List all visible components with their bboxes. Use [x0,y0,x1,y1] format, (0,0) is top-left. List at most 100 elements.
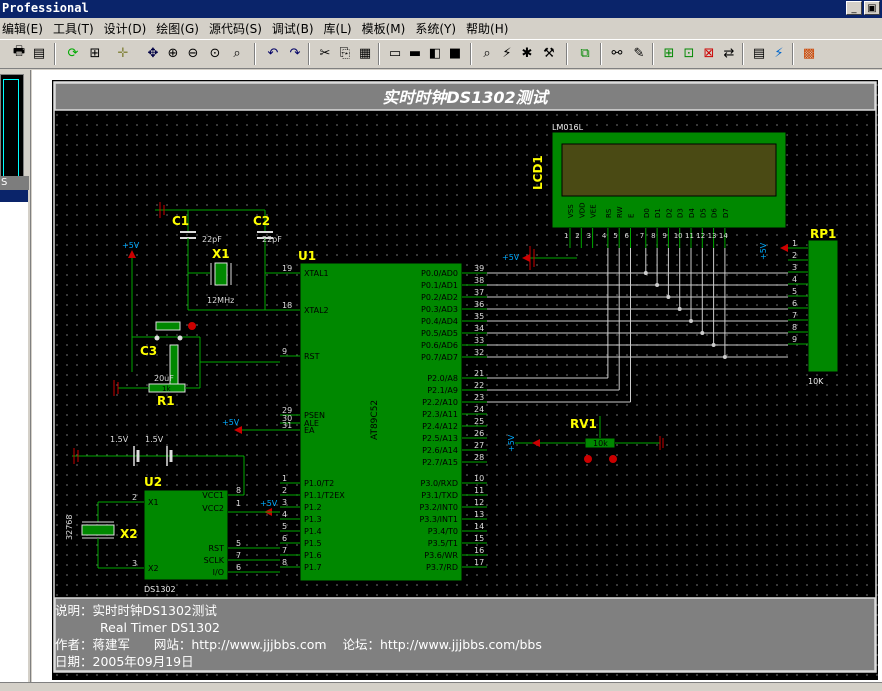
delete-sheet-icon[interactable]: ⊠ [703,45,715,61]
find-icon[interactable]: ⚯ [611,45,623,61]
menu-source[interactable]: 源代码(S) [208,21,262,36]
menu-graph[interactable]: 绘图(G) [156,21,199,36]
zoom-in-icon[interactable]: ⊕ [167,45,179,61]
rtc-pin-number: 6 [236,563,241,572]
lcd-pin-name: D1 [654,208,662,218]
bill-of-materials-icon[interactable]: ▤ [752,45,766,61]
schematic-sheet[interactable]: 实时时钟DS1302测试 说明：实时时钟DS1302测试 Real Timer … [52,80,878,680]
oscillator-circuit: C1 22pF C2 22pF X1 12MHz [155,202,282,311]
mcu-pin-name: ALE [304,419,319,428]
menu-template[interactable]: 模板(M) [361,21,406,36]
minimize-button[interactable]: _ [846,1,862,15]
pot-value: 10k [593,439,608,448]
rtc-pin-name: I/O [213,568,224,577]
zoom-area-icon[interactable]: ⌕ [233,45,241,61]
bus-junction [689,319,693,323]
mcu-pin-name: P3.1/TXD [421,491,458,500]
block-delete-icon[interactable]: ■ [448,45,462,61]
mcu-pin-number: 38 [474,276,484,285]
mcu-pin-number: 24 [474,405,484,414]
paste-icon[interactable]: ▦ [358,45,372,61]
pan-icon[interactable]: ✥ [147,45,159,61]
overview-window[interactable] [0,74,24,184]
restore-button[interactable]: ▣ [864,1,880,15]
lcd-pin-number: 7 [640,232,644,240]
lcd-pin-number: 8 [651,232,655,240]
bus-junction [711,343,716,347]
mcu-pin-number: 23 [474,393,484,402]
refresh-icon[interactable]: ⟳ [67,45,79,61]
undo-icon[interactable]: ↶ [267,45,279,61]
erc-icon[interactable]: ⚡ [774,45,784,61]
mcu-pin-number: 16 [474,546,484,555]
mcu-pin-name: PSEN [304,411,325,420]
mcu-pin-number: 8 [282,558,287,567]
new-sheet-icon[interactable]: ⊞ [663,45,675,61]
rtc-pin-name: RST [208,544,224,553]
mcu-ref: U1 [298,249,316,263]
menu-tools[interactable]: 工具(T) [52,21,94,36]
mcu-pin-name: P0.4/AD4 [421,317,458,326]
mcu-pin-number: 14 [474,522,484,531]
origin-icon[interactable]: ✛ [117,45,129,61]
mcu-pin-number: 17 [474,558,484,567]
block-move-icon[interactable]: ▬ [408,45,422,61]
mcu-pin-number: 26 [474,429,484,438]
make-device-icon[interactable]: ✱ [521,45,533,61]
netlist-icon[interactable]: ⧉ [580,45,590,61]
print-area-icon[interactable]: ▤ [32,45,46,61]
mcu-pin-name: P1.0/T2 [304,479,334,488]
lcd-pin-name: RW [616,206,624,218]
sheet-nav-icon[interactable]: ⇄ [723,45,735,61]
mcu-pin-name: P2.1/A9 [427,386,458,395]
pot-terminal-a [584,455,592,463]
device-list[interactable] [0,202,28,682]
sheet-border [53,81,877,673]
editing-window[interactable]: 实时时钟DS1302测试 说明：实时时钟DS1302测试 Real Timer … [32,70,882,682]
block-rotate-icon[interactable]: ◧ [428,45,442,61]
mcu-pin-name: P0.2/AD2 [421,293,458,302]
c3-ref: C3 [140,344,157,358]
menu-system[interactable]: 系统(Y) [415,21,457,36]
rst-power-label: +5V [122,241,140,250]
mcu-component: U1 AT89C52 19XTAL118XTAL29RST29PSEN30ALE… [280,249,487,582]
ares-icon[interactable]: ▩ [802,45,816,61]
zoom-all-icon[interactable]: ⊙ [209,45,221,61]
rtc-pin-name: SCLK [204,556,225,565]
c1-value: 22pF [202,235,222,244]
mcu-pin-number: 10 [474,474,484,483]
schematic-canvas[interactable]: 实时时钟DS1302测试 说明：实时时钟DS1302测试 Real Timer … [52,80,878,680]
add-sheet-icon[interactable]: ⊡ [683,45,695,61]
mcu-pin-name: P3.5/T1 [428,539,458,548]
wire-autoroute-icon[interactable]: ⚡ [502,45,512,61]
menu-design[interactable]: 设计(D) [103,21,147,36]
block-copy-icon[interactable]: ▭ [388,45,402,61]
mcu-pin-name: P1.6 [304,551,322,560]
zoom-out-icon[interactable]: ⊖ [187,45,199,61]
reset-button[interactable] [155,321,181,331]
menu-edit[interactable]: 编辑(E) [2,21,43,36]
mcu-pin-number: 4 [282,510,287,519]
lcd-pin-name: D6 [711,208,719,218]
menu-library[interactable]: 库(L) [323,21,352,36]
search-icon[interactable]: ⌕ [483,45,491,61]
rtc-part: DS1302 [144,585,176,594]
lcd-pin-name: D4 [688,208,696,218]
copy-icon[interactable]: ⎘ [339,45,351,61]
tool-icon[interactable]: ⚒ [543,45,555,61]
lcd-pin-number: 12 [696,232,705,240]
print-icon[interactable]: 🖶 [12,44,26,59]
mcu-pin-number: 31 [282,421,292,430]
lcd-pin-number: 2 [575,232,579,240]
menu-help[interactable]: 帮助(H) [466,21,509,36]
mcu-pin-number: 13 [474,510,484,519]
device-list-selected[interactable] [0,190,28,202]
lcd-power-label: +5V [502,253,520,262]
mcu-pin-number: 34 [474,324,484,333]
menu-debug[interactable]: 调试(B) [271,21,314,36]
grid-icon[interactable]: ⊞ [89,45,101,61]
mcu-pin-name: P0.1/AD1 [421,281,458,290]
cut-icon[interactable]: ✂ [319,45,331,61]
property-icon[interactable]: ✎ [633,45,645,61]
redo-icon[interactable]: ↷ [289,45,301,61]
